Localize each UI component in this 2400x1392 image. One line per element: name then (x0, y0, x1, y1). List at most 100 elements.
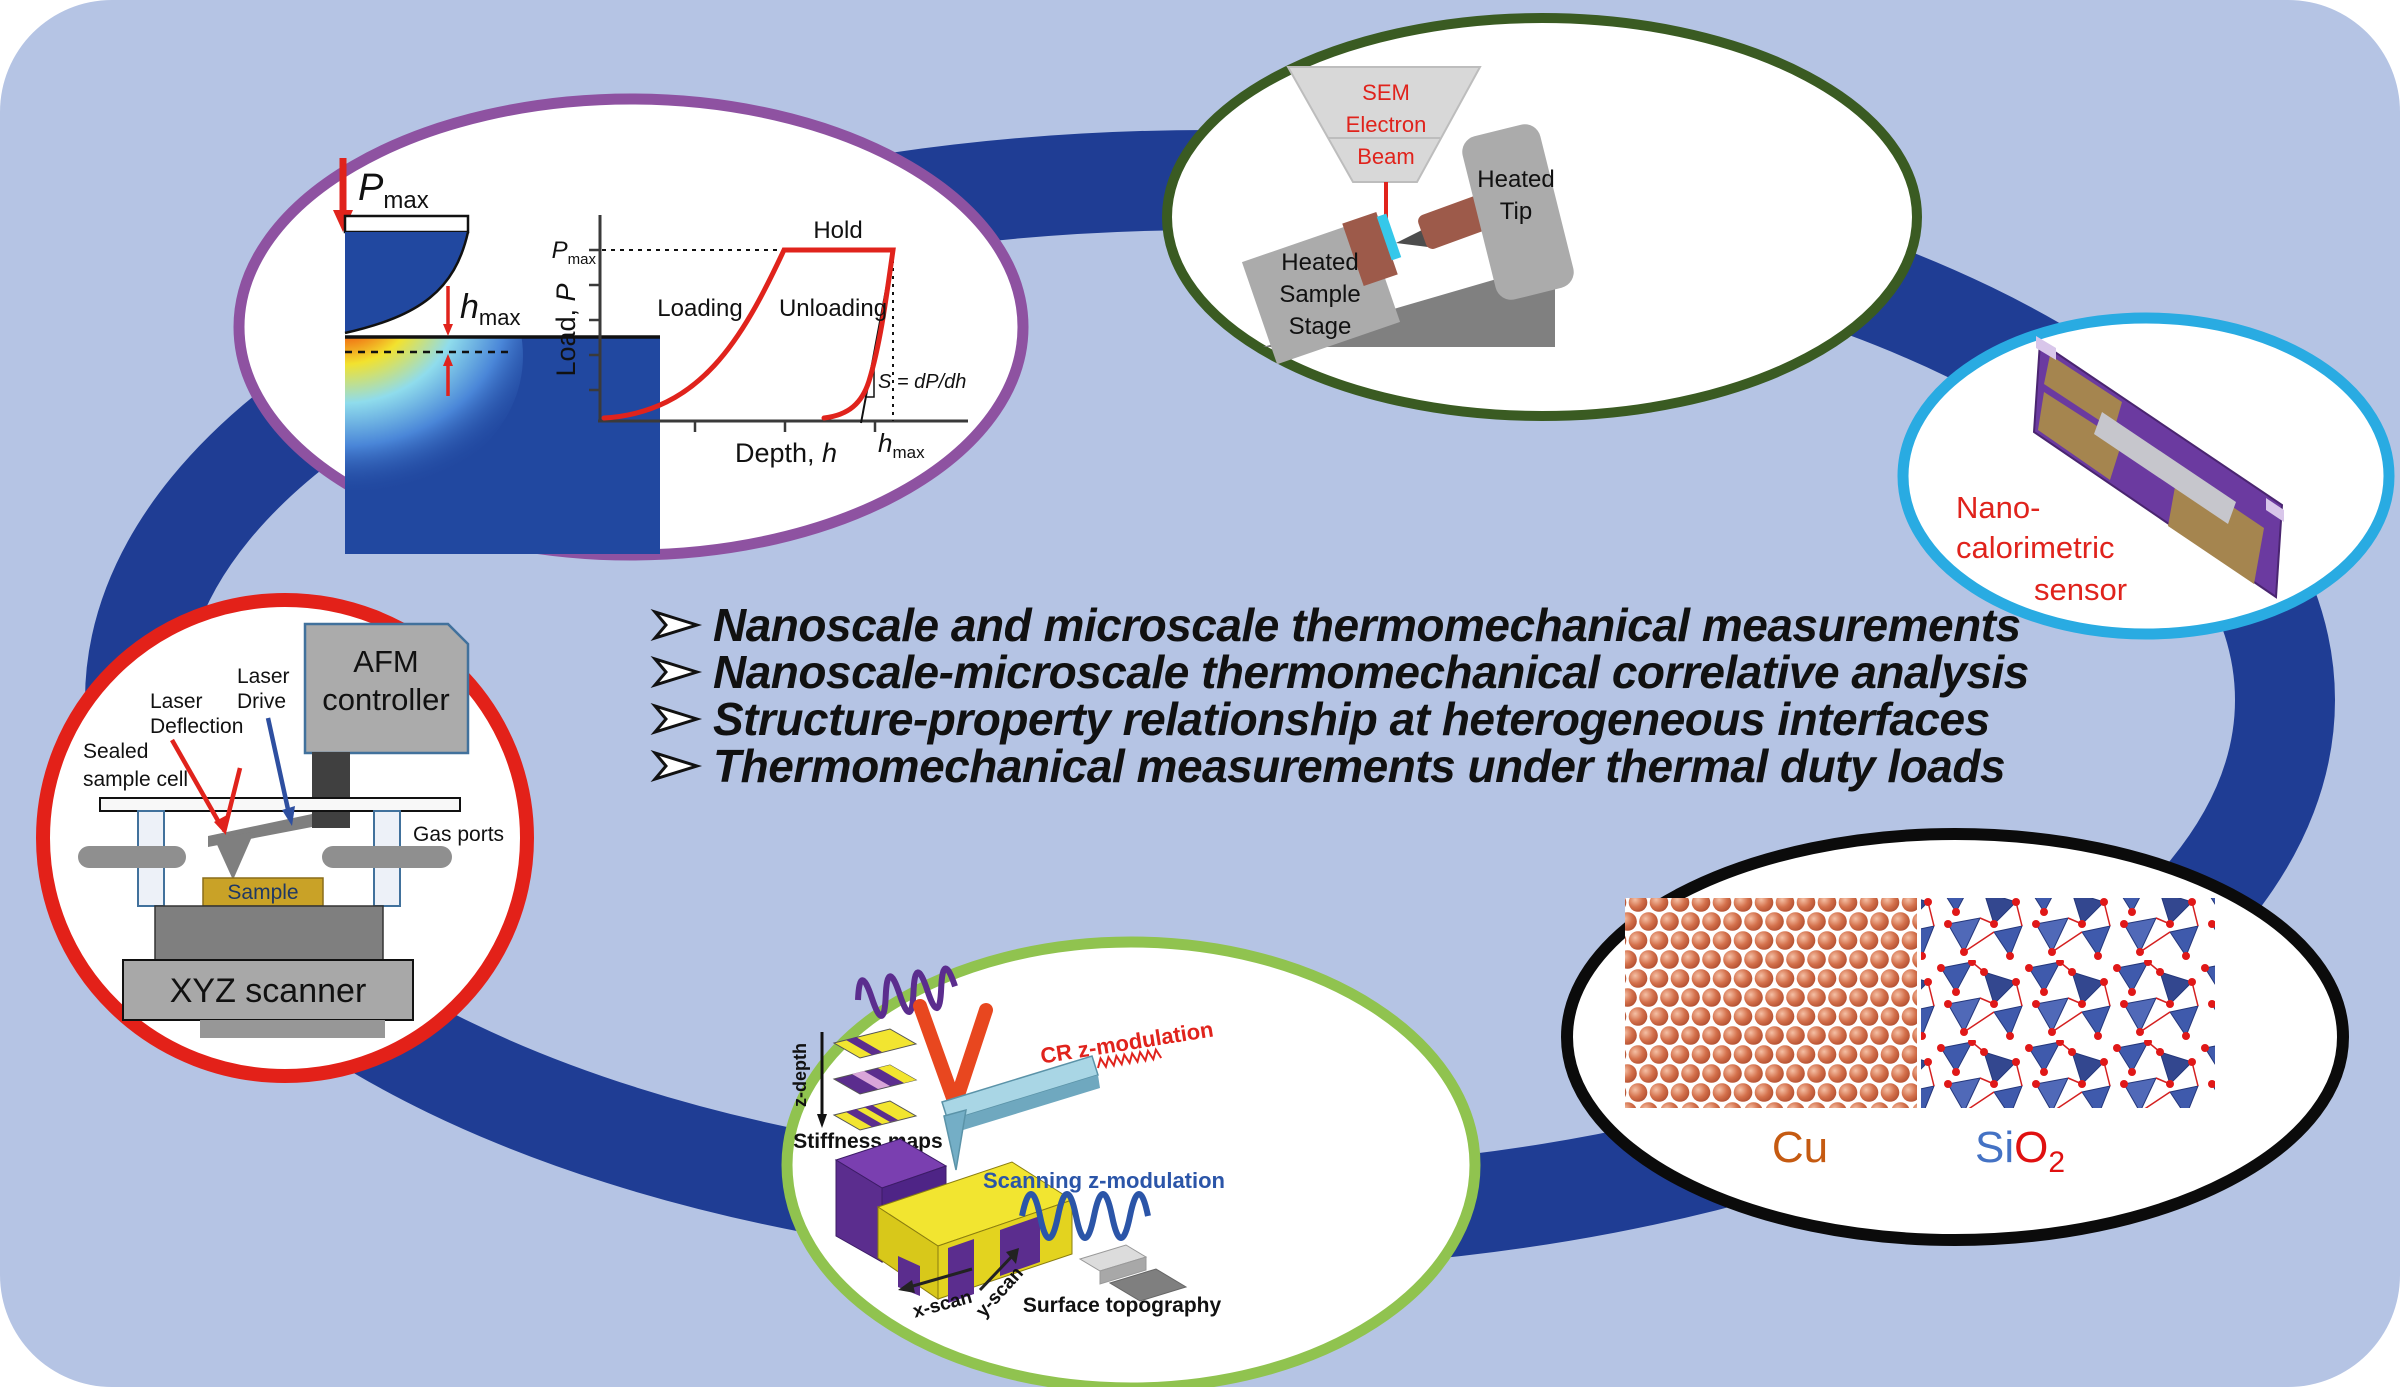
svg-text:Beam: Beam (1357, 144, 1414, 169)
y-scan-arrowhead (1006, 1248, 1019, 1264)
svg-text:Sealed: Sealed (83, 740, 148, 763)
gas-ports-label: Gas ports (413, 823, 504, 846)
cu-atom-lattice (1625, 898, 1917, 1108)
tip-holder-block (1462, 124, 1574, 300)
sample-slab-cyan (1376, 213, 1402, 261)
afm-controller-label-2: controller (322, 682, 450, 717)
cr-cantilever-tip (943, 1108, 967, 1171)
bullet-text-3: Structure-property relationship at heter… (713, 693, 1990, 745)
svg-text:calorimetric: calorimetric (1956, 530, 2114, 565)
cantilever-mount (312, 752, 350, 828)
chip-pad-top-left (2044, 355, 2122, 430)
xyz-scanner-label: XYZ scanner (170, 972, 367, 1010)
chip-tab-left (2036, 336, 2056, 360)
bullet-arrow-icon (650, 656, 703, 688)
svg-text:Deflection: Deflection (150, 715, 243, 738)
laser-deflection-beam-out (221, 767, 243, 833)
z-depth-arrowhead (817, 1114, 827, 1128)
gas-port-left (78, 846, 186, 868)
center-bullets: Nanoscale and microscale thermomechanica… (650, 599, 2029, 792)
heated-stage-label: Heated Sample Stage (1279, 249, 1360, 340)
stiffness-map-stack (832, 1028, 918, 1131)
svg-text:sensor: sensor (2034, 572, 2127, 607)
y-scan-arrow (978, 1250, 1018, 1292)
plot-pmax-label: Pmax (552, 237, 597, 268)
sample-holder-brown (1342, 211, 1398, 287)
hmax-label: hmax (460, 288, 520, 330)
sem-beam-label: SEM Electron Beam (1346, 80, 1427, 169)
svg-text:Nano-: Nano- (1956, 490, 2040, 525)
scanner-base (200, 1020, 385, 1038)
cantilever-tip (214, 832, 254, 880)
loading-label: Loading (657, 295, 742, 322)
afm-controller-box (303, 622, 470, 755)
plot-y-ticks (589, 248, 600, 392)
cell-lid-bar (99, 797, 461, 812)
bullet-text-4: Thermomechanical measurements under ther… (713, 740, 2005, 792)
sio2-label: SiO2 (1975, 1123, 2065, 1179)
heated-tip-label: Heated Tip (1477, 166, 1554, 225)
bullet-arrow-icon (650, 750, 703, 782)
pmax-label: Pmax (358, 167, 429, 214)
hmax-arrowhead-up (443, 354, 453, 366)
panel-calorimeter: Nano- calorimetric sensor (1897, 312, 2395, 640)
stage-block (154, 905, 384, 961)
svg-text:Stage: Stage (1289, 313, 1352, 340)
laser-drive-arrowhead (282, 806, 295, 826)
plot-ylabel: Load, P (551, 283, 581, 376)
calorimeter-chip (2032, 336, 2284, 599)
indenter-arc (344, 231, 470, 335)
hmax-arrowhead-down (443, 324, 453, 336)
laser-deflection-label: Laser Deflection (150, 690, 243, 738)
indenter-tip-dark (1396, 229, 1428, 247)
svg-text:sample cell: sample cell (83, 768, 188, 791)
panel-cr-afm: CR z-modulation z-depth Stiffness maps (781, 936, 1481, 1392)
svg-text:Heated: Heated (1281, 249, 1358, 276)
svg-text:Drive: Drive (237, 690, 286, 713)
z-depth-label: z-depth (790, 1043, 810, 1107)
plot-hmax-label: hmax (878, 428, 925, 462)
bullet-text-2: Nanoscale-microscale thermomechanical co… (713, 646, 2029, 698)
surface-topography-step (1078, 1244, 1188, 1302)
chip-tab-right (2266, 498, 2284, 522)
laser-deflection-beam-in (170, 738, 223, 828)
panel-afm: AFM controller Sample XYZ scanner Laser … (36, 593, 534, 1083)
svg-text:SEM: SEM (1362, 80, 1410, 105)
sem-column-funnel (1286, 66, 1482, 183)
svg-text:Laser: Laser (237, 665, 290, 688)
svg-text:Heated: Heated (1477, 166, 1554, 193)
chip-center-strip (2094, 412, 2236, 524)
plot-x-ticks (693, 421, 877, 432)
calorimeter-label: Nano- calorimetric sensor (1956, 490, 2127, 607)
sample-label: Sample (227, 881, 298, 904)
panel-md-interface: Cu SiO2 (1561, 828, 2349, 1246)
gas-port-right (322, 846, 452, 868)
xyz-scanner-block (122, 959, 414, 1021)
afm-controller-label-1: AFM (353, 644, 418, 679)
svg-text:Electron: Electron (1346, 112, 1427, 137)
svg-text:Tip: Tip (1500, 198, 1532, 225)
scanning-modulation-label: Scanning z-modulation (983, 1168, 1225, 1193)
cu-label: Cu (1772, 1123, 1828, 1172)
load-depth-plot: Hold Pmax Loading Unloading S = dP/dh hm… (551, 215, 968, 468)
cr-zigzag (1097, 1047, 1163, 1070)
plot-xlabel: Depth, h (735, 438, 837, 468)
scanning-wave-blue (1019, 1191, 1151, 1241)
laser-drive-label: Laser Drive (237, 665, 290, 713)
laser-drive-beam (265, 717, 292, 815)
laser-v-red (913, 999, 993, 1105)
bullet-arrow-icon (650, 609, 703, 641)
x-scan-arrow (905, 1267, 973, 1290)
svg-text:Sample: Sample (1279, 281, 1360, 308)
bullet-text-1: Nanoscale and microscale thermomechanica… (713, 599, 2021, 651)
cr-sample-block (834, 1138, 1074, 1303)
unloading-label: Unloading (779, 295, 887, 322)
indenter-top (343, 214, 470, 234)
load-depth-curve (601, 247, 896, 421)
cr-cantilever-side (948, 1075, 1100, 1134)
panel-nanoindentation: Pmax hmax (233, 93, 1029, 561)
svg-text:Laser: Laser (150, 690, 203, 713)
heat-spot (345, 338, 523, 491)
